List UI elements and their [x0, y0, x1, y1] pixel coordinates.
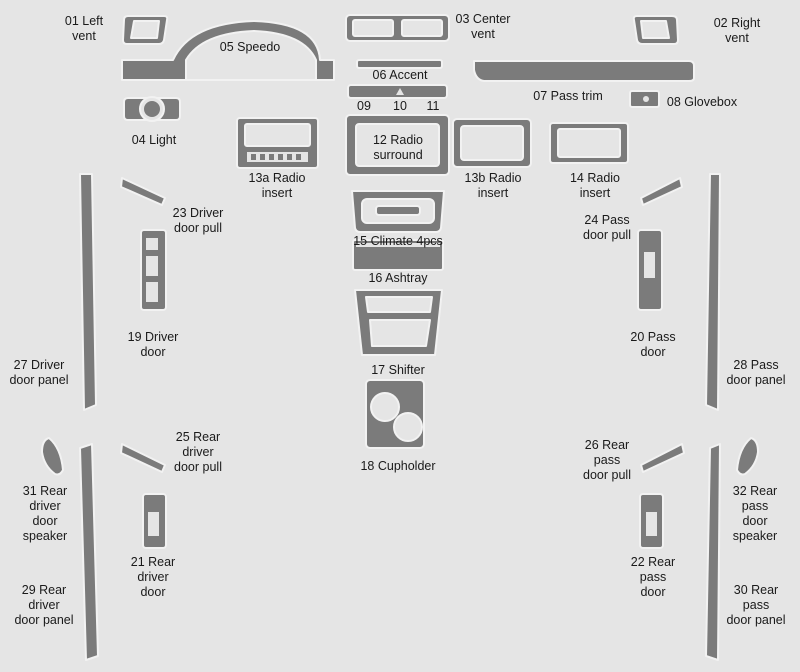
label-32-rear-pass-speaker: 32 Rear pass door speaker — [732, 484, 778, 543]
label-06-accent: 06 Accent — [372, 68, 428, 82]
label-01-left-vent: 01 Left vent — [64, 14, 104, 43]
pass-door-panel-part — [705, 173, 721, 411]
label-24-pass-door-pull: 24 Pass door pull — [583, 213, 631, 242]
label-22-rear-pass-door: 22 Rear pass door — [630, 555, 676, 599]
label-21-rear-driver-door: 21 Rear driver door — [130, 555, 176, 599]
label-28-pass-door-panel: 28 Pass door panel — [726, 358, 786, 387]
label-04-light: 04 Light — [131, 133, 177, 147]
button-strip-part — [347, 84, 448, 99]
shifter-part — [354, 289, 443, 356]
rear-driver-door-pull-part — [120, 443, 166, 473]
speedo-part — [121, 20, 335, 81]
accent-part — [356, 59, 443, 69]
label-20-pass-door: 20 Pass door — [630, 330, 676, 359]
label-29-rear-driver-door-panel: 29 Rear driver door panel — [14, 583, 74, 627]
cupholder-part — [365, 379, 425, 449]
driver-door-panel-part — [79, 173, 97, 411]
rear-pass-door-switch-part — [639, 493, 664, 549]
label-23-driver-door-pull: 23 Driver door pull — [172, 206, 224, 235]
pass-door-switch-part — [637, 229, 663, 311]
rear-pass-door-panel-part — [705, 443, 721, 661]
rear-driver-door-switch-part — [142, 493, 167, 549]
radio-insert-13b-part — [452, 118, 532, 168]
label-03-center-vent: 03 Center vent — [455, 12, 511, 41]
label-12-radio-surround: 12 Radio surround — [372, 133, 424, 162]
label-02-right-vent: 02 Right vent — [713, 16, 761, 45]
label-10: 10 — [393, 99, 407, 113]
driver-door-pull-part — [120, 177, 166, 206]
radio-insert-13a-part — [236, 117, 319, 169]
label-26-rear-pass-door-pull: 26 Rear pass door pull — [583, 438, 631, 482]
label-11: 11 — [426, 99, 440, 113]
label-13a-radio-insert: 13a Radio insert — [248, 171, 306, 200]
rear-driver-door-panel-part — [79, 443, 99, 661]
pass-door-pull-part — [640, 177, 683, 206]
glovebox-part — [629, 90, 660, 108]
pass-trim-part — [473, 60, 695, 82]
rear-driver-speaker-part — [41, 437, 64, 476]
label-13b-radio-insert: 13b Radio insert — [464, 171, 522, 200]
center-vent-part — [345, 14, 450, 42]
label-16-ashtray: 16 Ashtray — [368, 271, 428, 285]
rear-pass-speaker-part — [736, 437, 759, 476]
label-18-cupholder: 18 Cupholder — [360, 459, 436, 473]
label-09: 09 — [357, 99, 371, 113]
right-vent-part — [632, 15, 679, 45]
label-31-rear-driver-speaker: 31 Rear driver door speaker — [22, 484, 68, 543]
radio-surround-part — [345, 114, 450, 176]
label-08-glovebox: 08 Glovebox — [666, 95, 738, 109]
label-07-pass-trim: 07 Pass trim — [533, 89, 603, 103]
rear-pass-door-pull-part — [640, 443, 685, 473]
climate-part — [351, 190, 445, 271]
light-switch-part — [123, 96, 181, 122]
label-14-radio-insert: 14 Radio insert — [569, 171, 621, 200]
label-30-rear-pass-door-panel: 30 Rear pass door panel — [726, 583, 786, 627]
left-vent-part — [122, 15, 169, 45]
label-27-driver-door-panel: 27 Driver door panel — [9, 358, 69, 387]
label-19-driver-door: 19 Driver door — [127, 330, 179, 359]
label-17-shifter: 17 Shifter — [371, 363, 425, 377]
label-05-speedo: 05 Speedo — [219, 40, 281, 54]
radio-insert-14-part — [549, 122, 629, 164]
label-25-rear-driver-door-pull: 25 Rear driver door pull — [174, 430, 222, 474]
driver-door-switch-part — [140, 229, 167, 311]
label-15-climate: 15 Climate 4pcs — [353, 234, 443, 248]
